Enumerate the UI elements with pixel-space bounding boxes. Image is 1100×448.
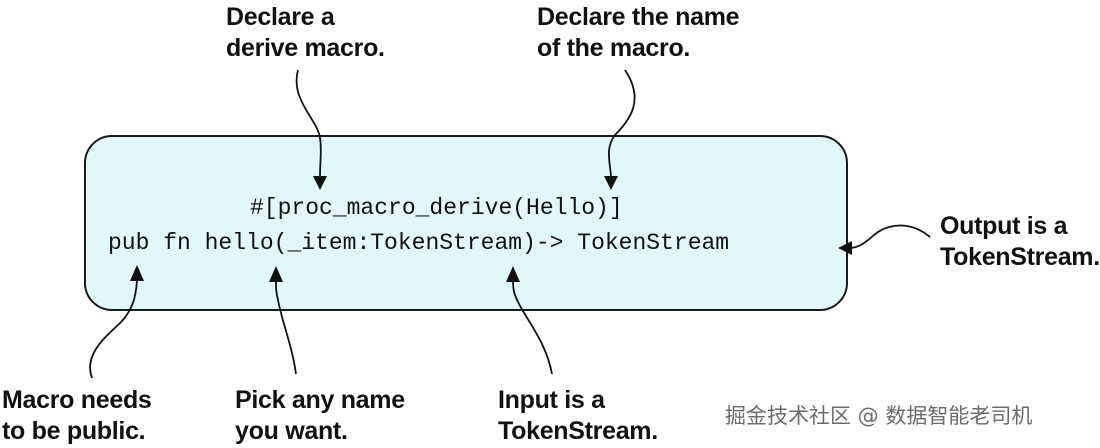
callout-macro-name: Declare the name of the macro. xyxy=(537,3,740,62)
code-box xyxy=(84,135,848,311)
code-line-attribute: #[proc_macro_derive(Hello)] xyxy=(250,195,623,221)
arrow-any-name xyxy=(269,266,297,375)
arrow-derive-macro xyxy=(295,69,327,190)
callout-input: Input is a TokenStream. xyxy=(498,386,658,445)
callout-public: Macro needs to be public. xyxy=(2,386,152,445)
code-line-signature: pub fn hello(_item:TokenStream)-> TokenS… xyxy=(108,230,730,256)
callout-output: Output is a TokenStream. xyxy=(940,212,1100,271)
arrow-public xyxy=(89,265,144,379)
callout-any-name: Pick any name you want. xyxy=(235,386,405,445)
arrow-macro-name xyxy=(604,69,636,190)
callout-derive-macro: Declare a derive macro. xyxy=(226,3,385,62)
watermark: 掘金技术社区 @ 数据智能老司机 xyxy=(725,404,1033,428)
arrow-output xyxy=(838,224,931,255)
arrow-input xyxy=(506,266,553,375)
